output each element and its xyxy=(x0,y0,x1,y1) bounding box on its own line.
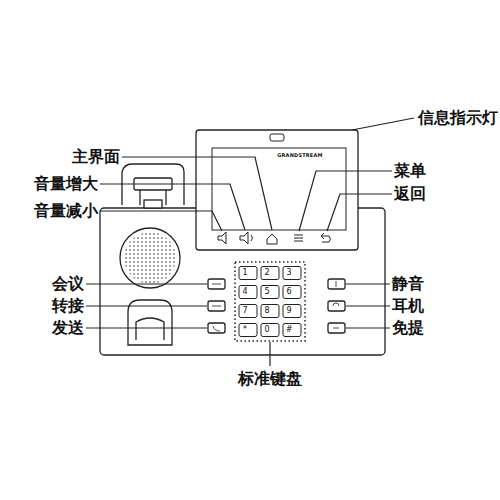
keypad-key xyxy=(239,267,257,280)
speaker-grille xyxy=(120,228,180,288)
keypad-key xyxy=(283,305,301,318)
key-digit: 3 xyxy=(286,269,291,278)
key-digit: 8 xyxy=(264,307,269,316)
screen-housing xyxy=(196,130,358,250)
handset-rest xyxy=(128,300,172,345)
keypad-key xyxy=(261,324,279,337)
callout-label: 静音 xyxy=(392,275,424,293)
key-digit: 6 xyxy=(286,288,291,297)
keypad-key xyxy=(261,286,279,299)
headset-key xyxy=(328,301,345,311)
callout-label: 返回 xyxy=(394,185,426,203)
keypad-key xyxy=(239,324,257,337)
keypad-key xyxy=(239,286,257,299)
leader-lines xyxy=(86,118,414,366)
brand-logo: GRANDSTREAM xyxy=(277,153,322,159)
callout-label: 音量减小 xyxy=(34,202,98,220)
key-digit: 9 xyxy=(286,307,291,316)
callout-label: 转接 xyxy=(52,297,84,315)
callout-label: 标准键盘 xyxy=(238,370,302,388)
callout-label: 音量增大 xyxy=(34,175,98,193)
key-digit: 5 xyxy=(264,288,269,297)
mute-key xyxy=(328,279,345,289)
callout-label: 耳机 xyxy=(392,297,424,315)
keypad-key xyxy=(239,305,257,318)
keypad-key xyxy=(283,324,301,337)
callout-label: 信息指示灯 xyxy=(418,109,498,127)
keypad-frame xyxy=(235,262,305,341)
keypad-key xyxy=(261,305,279,318)
callout-label: 发送 xyxy=(52,319,84,337)
keypad-key xyxy=(261,267,279,280)
send-key xyxy=(208,323,225,333)
key-digit: 4 xyxy=(242,288,247,297)
callout-label: 会议 xyxy=(52,275,84,293)
key-digit: 2 xyxy=(264,269,269,278)
key-digit: * xyxy=(243,326,247,335)
key-digit: # xyxy=(286,326,293,335)
key-digit: 1 xyxy=(242,269,247,278)
callout-label: 免提 xyxy=(392,319,424,337)
callout-label: 菜单 xyxy=(394,162,426,180)
callout-label: 主界面 xyxy=(72,148,120,166)
keypad-key xyxy=(283,286,301,299)
key-digit: 7 xyxy=(242,307,247,316)
keypad-key xyxy=(283,267,301,280)
key-digit: 0 xyxy=(264,326,269,335)
